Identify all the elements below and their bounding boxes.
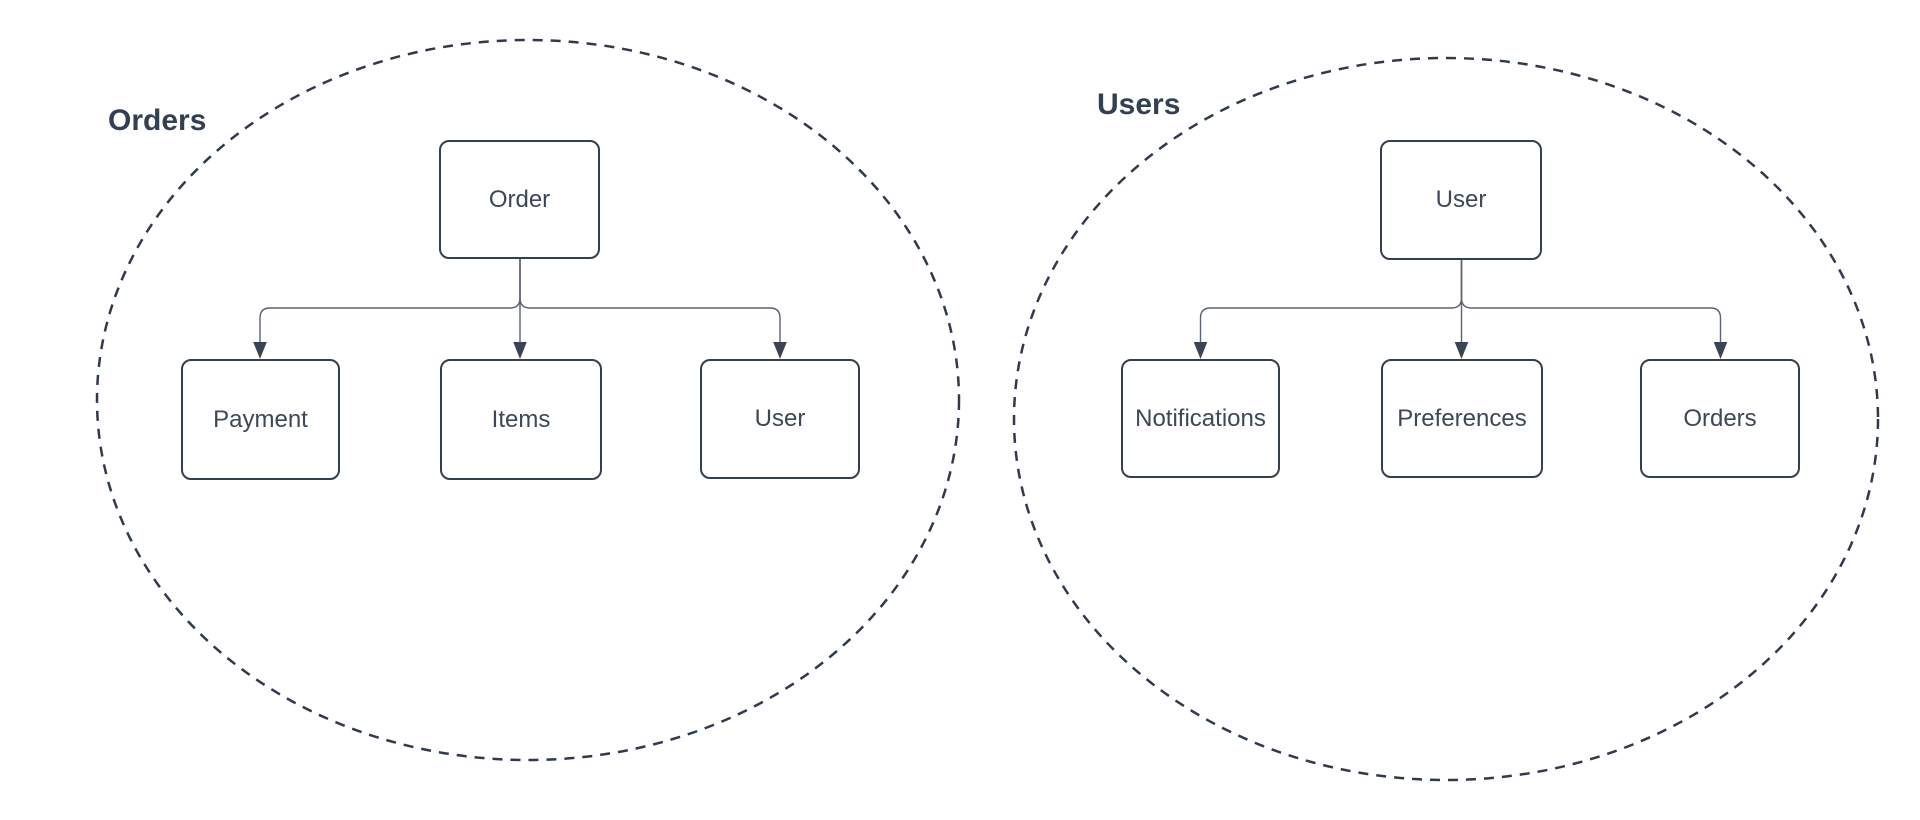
node-user-in-orders[interactable]: User (700, 359, 860, 479)
group-boundary-users[interactable] (1012, 56, 1880, 782)
edge-arrow (513, 342, 527, 359)
edge-arrow (773, 342, 787, 359)
node-items[interactable]: Items (440, 359, 602, 480)
group-boundary-orders[interactable] (95, 38, 961, 762)
node-orders-in-users[interactable]: Orders (1640, 359, 1800, 478)
edge-arrow (1193, 342, 1208, 359)
group-label-orders: Orders (108, 104, 207, 137)
edge-user-orders (1460, 260, 1722, 343)
node-notifications-label: Notifications (1135, 404, 1266, 432)
node-user-in-orders-label: User (754, 405, 806, 432)
edge-arrow (1713, 342, 1728, 359)
node-notifications[interactable]: Notifications (1121, 359, 1280, 478)
node-payment[interactable]: Payment (181, 359, 340, 480)
group-label-users: Users (1097, 88, 1181, 121)
node-order[interactable]: Order (439, 140, 600, 259)
edge-arrow (1454, 342, 1469, 359)
edge-order-payment (259, 259, 521, 343)
node-preferences-label: Preferences (1397, 404, 1527, 432)
edge-user-notifications (1199, 260, 1463, 343)
node-orders-in-users-label: Orders (1683, 404, 1757, 432)
node-preferences[interactable]: Preferences (1381, 359, 1543, 478)
node-items-label: Items (491, 405, 551, 433)
node-payment-label: Payment (213, 405, 308, 433)
node-order-label: Order (488, 185, 551, 213)
edge-order-user (519, 259, 781, 343)
node-user[interactable]: User (1380, 140, 1542, 260)
edge-arrow (253, 342, 267, 359)
node-user-label: User (1435, 186, 1487, 213)
